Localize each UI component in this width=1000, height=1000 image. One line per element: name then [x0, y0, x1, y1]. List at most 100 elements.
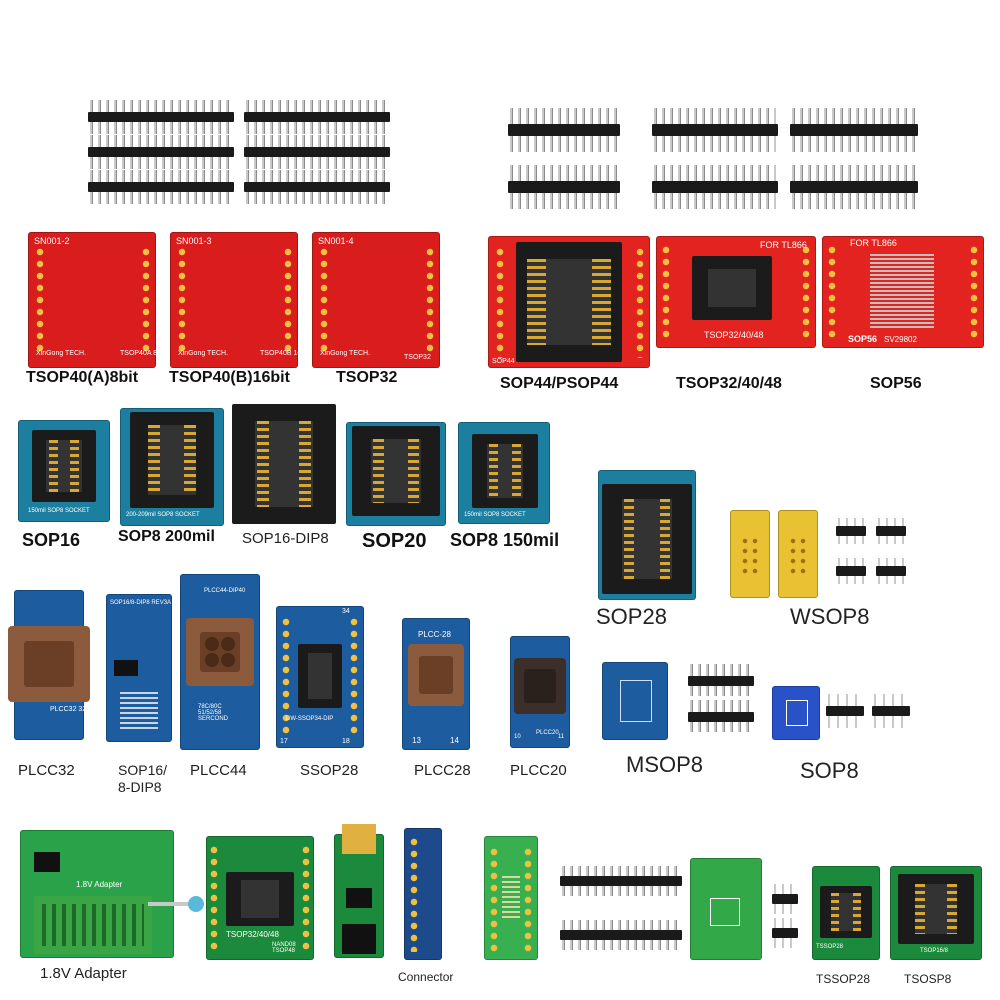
connector-strip-board — [404, 828, 442, 960]
pin-header-strip — [560, 920, 682, 950]
board-silk-tsop40b: TSOP40B 16 bits — [260, 350, 315, 357]
board-silk-tsop32: TSOP32 — [404, 354, 431, 361]
board-silk-sop56: SOP56 — [848, 334, 878, 344]
pin-header-strip — [244, 170, 390, 204]
pin-header-strip — [872, 694, 910, 728]
board-silk-for-tl866: FOR TL866 — [850, 238, 897, 248]
1v8-adapter-board: 1.8V Adapter — [20, 830, 204, 958]
plcc28-adapter-board: PLCC-28 13 14 — [402, 618, 470, 750]
pin-header-strip — [790, 165, 918, 209]
label-sop16-dip8: SOP16-DIP8 — [242, 530, 329, 547]
tsop40a-adapter-board: SN001-2 XinGong TECH. TSOP40A 8 bits — [28, 232, 170, 368]
board-silk-14: 14 — [450, 736, 459, 745]
ssop28-adapter-board: DW-SSOP34-DIP 34 17 18 — [276, 606, 364, 748]
pin-header-strip — [652, 165, 778, 209]
tsosp8-adapter-board: TSOP16/8 — [890, 866, 982, 960]
plcc44-adapter-board: PLCC44-DIP40 78C/80C 51/52/58 SERCOND — [180, 574, 260, 750]
label-wsop8: WSOP8 — [790, 604, 870, 629]
board-silk-sop16-8dip8: SOP16/8-DIP8 REV3A — [110, 600, 172, 606]
tsop40b-adapter-board: SN001-3 XinGong TECH. TSOP40B 16 bits — [170, 232, 314, 368]
pin-header-strip — [876, 518, 906, 544]
wsop8-adapter-board — [730, 510, 770, 598]
board-silk-sv29802: SV29802 — [884, 335, 917, 344]
sop8-green-adapter-board — [690, 858, 762, 960]
pin-header-strip — [508, 108, 620, 152]
pin-header-strip — [88, 170, 234, 204]
label-plcc28: PLCC28 — [414, 762, 471, 779]
pin-header-strip — [244, 135, 390, 169]
board-silk-sop8-socket: 150mil SOP8 SOCKET — [28, 508, 90, 514]
pin-header-strip — [688, 664, 754, 696]
board-silk-plcc28: PLCC-28 — [418, 630, 451, 639]
pin-header-strip — [508, 165, 620, 209]
label-sop8-150mil: SOP8 150mil — [450, 530, 560, 550]
label-1v8-adapter: 1.8V Adapter — [40, 965, 127, 982]
pin-header-strip — [826, 694, 864, 728]
board-silk-tsop40a: TSOP40A 8 bits — [120, 350, 170, 357]
board-silk-sn001-3: SN001-3 — [176, 236, 212, 246]
sop20-adapter-board — [346, 422, 446, 526]
label-sop28: SOP28 — [596, 604, 667, 629]
pin-header-strip — [772, 918, 798, 948]
pin-header-strip — [790, 108, 918, 152]
label-plcc32: PLCC32 — [18, 762, 75, 779]
sop44-adapter-board: SOP44 — [488, 236, 650, 368]
board-silk-ssop: DW-SSOP34-DIP — [286, 716, 334, 722]
label-plcc44: PLCC44 — [190, 762, 247, 779]
sop16-adapter-board: 150mil SOP8 SOCKET — [18, 420, 110, 522]
sop8-150mil-adapter-board: 150mil SOP8 SOCKET — [458, 422, 550, 524]
board-silk-17: 17 — [280, 738, 288, 745]
label-ssop28: SSOP28 — [300, 762, 359, 779]
sop8-adapter-board — [772, 686, 820, 740]
sop16-8dip8-adapter-board: SOP16/8-DIP8 REV3A — [106, 594, 172, 742]
pin-header-strip — [688, 700, 754, 732]
board-silk-10: 10 — [514, 734, 521, 740]
wsop8-adapter-board — [778, 510, 818, 598]
tsop32-adapter-board: SN001-4 XinGong TECH. TSOP32 — [312, 232, 440, 368]
board-silk-sop44: SOP44 — [492, 358, 515, 365]
pin-header-strip — [652, 108, 778, 152]
pin-header-strip — [560, 866, 682, 896]
label-tssop28: TSSOP28 — [816, 972, 871, 986]
label-sop16: SOP16 — [22, 530, 81, 550]
tssop-breakout-board — [484, 836, 538, 960]
sop28-adapter-board — [598, 470, 696, 600]
label-plcc20: PLCC20 — [510, 762, 567, 779]
label-sop8: SOP8 — [800, 758, 859, 783]
board-silk-xingong: XinGong TECH. — [320, 350, 371, 357]
label-msop8: MSOP8 — [626, 752, 704, 777]
sop56-adapter-board: FOR TL866 SOP56 SV29802 — [822, 236, 984, 348]
board-silk-sn001-2: SN001-2 — [34, 236, 70, 246]
label-tsosp8: TSOSP8 — [904, 972, 952, 986]
board-silk-tsop16-8: TSOP16/8 — [920, 948, 949, 954]
tsop-32-40-48-adapter-board: FOR TL866 TSOP32/40/48 — [656, 236, 816, 348]
board-silk-34: 34 — [342, 608, 350, 615]
pin-header-strip — [88, 100, 234, 134]
label-tsop40b: TSOP40(B)16bit — [169, 369, 290, 386]
pin-header-strip — [836, 518, 866, 544]
label-sop8-200mil: SOP8 200mil — [118, 528, 215, 545]
board-silk-xingong: XinGong TECH. — [36, 350, 87, 357]
board-silk-tsop32-40-48: TSOP32/40/48 — [704, 330, 764, 340]
sop8-200mil-adapter-board: 200-209mil SOP8 SOCKET — [120, 408, 224, 526]
nand-tsop48-adapter-board: TSOP32/40/48 NAND08 TSOP48 — [206, 836, 314, 960]
label-tsop40a: TSOP40(A)8bit — [26, 369, 139, 386]
plcc20-adapter-board: PLCC20 10 11 — [510, 636, 570, 748]
board-silk-18: 18 — [342, 738, 350, 745]
board-silk-sn001-4: SN001-4 — [318, 236, 354, 246]
label-tsop32-40-48: TSOP32/40/48 — [676, 375, 782, 392]
label-sop16-8dip8: SOP16/ 8-DIP8 — [118, 762, 168, 795]
pin-header-strip — [244, 100, 390, 134]
label-connector: Connector — [398, 970, 454, 984]
board-silk-tssop28: TSSOP28 — [816, 944, 844, 950]
board-silk-13: 13 — [412, 736, 421, 745]
plcc32-adapter-board: PLCC32 32 dip — [8, 590, 97, 740]
board-silk-plcc20: PLCC20 — [536, 730, 559, 736]
board-silk-11: 11 — [558, 734, 565, 740]
sop16-dip8-socket — [232, 404, 336, 524]
board-silk-tsop32-40-48: TSOP32/40/48 — [226, 930, 279, 939]
pin-header-strip — [772, 884, 798, 914]
pin-header-strip — [88, 135, 234, 169]
connector-adapter-board — [334, 824, 384, 958]
pin-header-strip — [836, 558, 866, 584]
